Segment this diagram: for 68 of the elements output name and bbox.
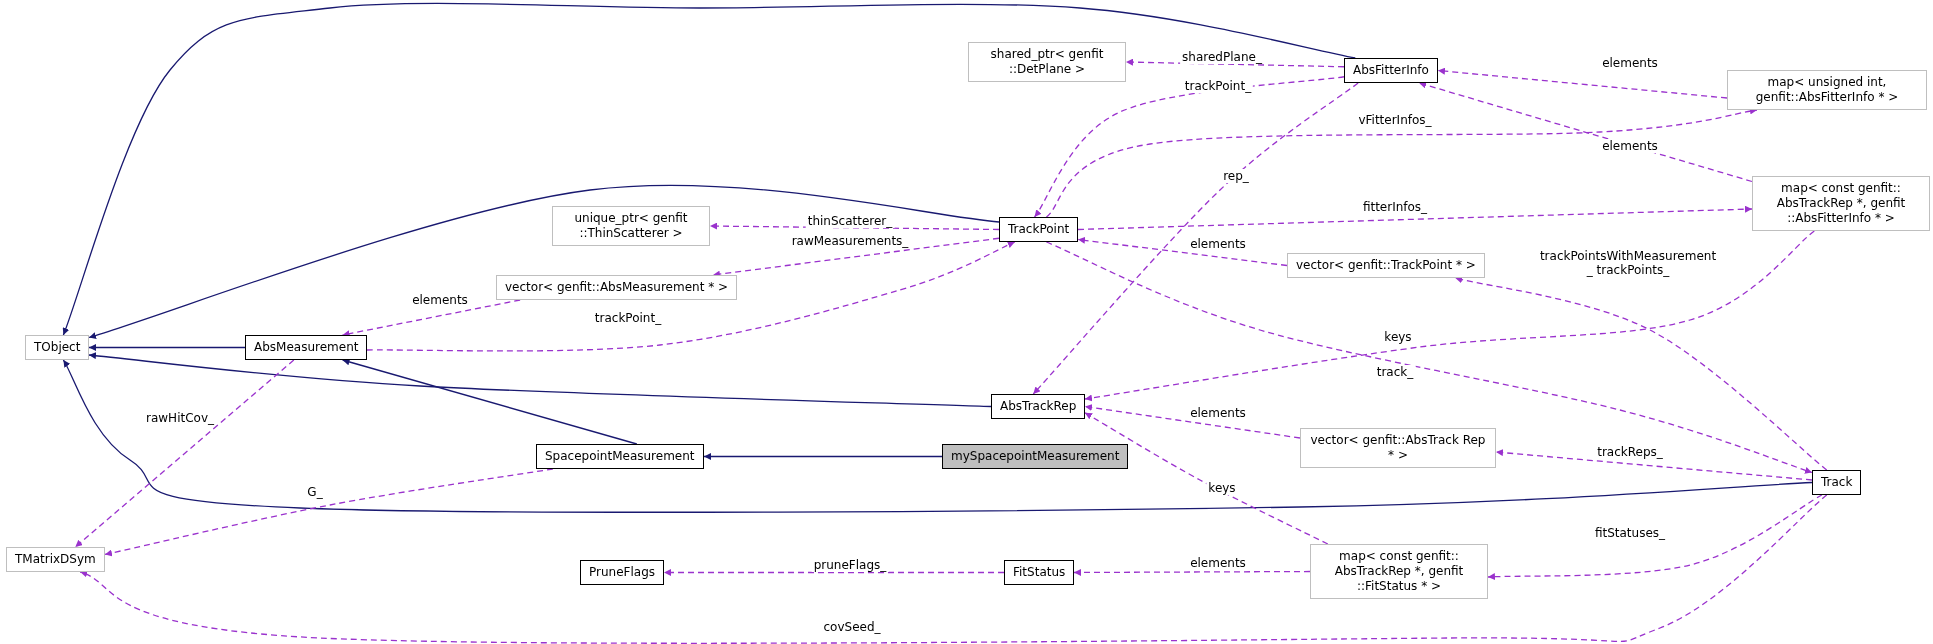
dashed-arrow [1084, 404, 1301, 439]
dashed-arrow [1073, 568, 1311, 576]
class-box: AbsTrackRep [991, 394, 1086, 419]
edge-label: fitterInfos_ [1360, 200, 1430, 214]
dashed-arrow [1084, 412, 1329, 545]
edge-label: elements [1600, 139, 1660, 153]
dashed-arrow [79, 494, 1828, 644]
class-box: vector< genfit::AbsTrack Rep * > [1300, 428, 1496, 468]
dashed-arrow [1125, 58, 1345, 68]
arrow [703, 453, 943, 460]
dashed-arrow [366, 241, 1016, 352]
arrow [88, 184, 1000, 339]
class-box: shared_ptr< genfit ::DetPlane > [968, 42, 1126, 82]
dashed-arrow [1454, 276, 1828, 471]
edge-label: trackPoint_ [1182, 79, 1254, 93]
edge-label: trackPoint_ [592, 311, 664, 325]
class-box: vector< genfit::AbsMeasurement * > [496, 275, 738, 300]
dashed-arrow [1077, 236, 1288, 267]
edge-label: track_ [1374, 365, 1416, 379]
dashed-arrow [104, 468, 554, 557]
dashed-arrow [663, 569, 1005, 576]
edge-label: G_ [305, 485, 325, 499]
edge-label: rep_ [1221, 169, 1251, 183]
edge-label: keys [1382, 330, 1414, 344]
arrow [88, 344, 246, 351]
class-box: AbsMeasurement [245, 335, 368, 360]
edge-label: sharedPlane_ [1180, 50, 1264, 64]
class-box: PruneFlags [580, 560, 664, 585]
class-box: AbsFitterInfo [1344, 58, 1438, 83]
class-box: TObject [25, 335, 90, 360]
edge-label: pruneFlags_ [811, 558, 889, 572]
class-box: mySpacepointMeasurement [942, 444, 1129, 469]
edge-label: elements [1188, 237, 1248, 251]
dashed-arrow [1487, 494, 1823, 581]
class-box: Track [1812, 470, 1862, 495]
dashed-arrow [1418, 81, 1753, 183]
class-box: vector< genfit::TrackPoint * > [1287, 253, 1485, 278]
class-box: map< const genfit:: AbsTrackRep *, genfit ::FitStatus * > [1310, 544, 1488, 599]
class-box: SpacepointMeasurement [536, 444, 704, 469]
arrow [62, 359, 1813, 513]
edge-label: elements [1188, 556, 1248, 570]
dashed-arrow [1045, 241, 1813, 474]
edge-label: rawMeasurements_ [789, 234, 911, 248]
class-box: map< unsigned int, genfit::AbsFitterInfo * > [1727, 70, 1927, 110]
edge-label: elements [1600, 56, 1660, 70]
edge-label: covSeed_ [821, 620, 883, 634]
edge-label: elements [410, 293, 470, 307]
edge-label: vFitterInfos_ [1356, 113, 1434, 127]
edge-label: fitStatuses_ [1592, 526, 1668, 540]
class-box: TrackPoint [999, 217, 1079, 242]
edge-label: elements [1188, 406, 1248, 420]
arrow [88, 352, 992, 408]
edge-label: rawHitCov_ [144, 411, 216, 425]
class-box: FitStatus [1004, 560, 1075, 585]
dashed-arrow [1077, 205, 1753, 231]
arrow [62, 2, 1356, 336]
class-box: map< const genfit:: AbsTrackRep *, genfit ::AbsFitterInfo * > [1752, 176, 1930, 231]
dashed-arrow [74, 359, 295, 548]
class-box: unique_ptr< genfit ::ThinScatterer > [552, 206, 710, 246]
edge-label: keys [1206, 481, 1238, 495]
dashed-arrow [1084, 230, 1815, 402]
edge-label: trackReps_ [1595, 445, 1665, 459]
edge-label: thinScatterer_ [805, 214, 895, 228]
dashed-arrow [1495, 449, 1813, 481]
arrow [341, 358, 638, 445]
class-box: TMatrixDSym [6, 547, 105, 572]
dashed-arrow [1032, 82, 1359, 395]
dashed-arrow [1437, 67, 1728, 99]
